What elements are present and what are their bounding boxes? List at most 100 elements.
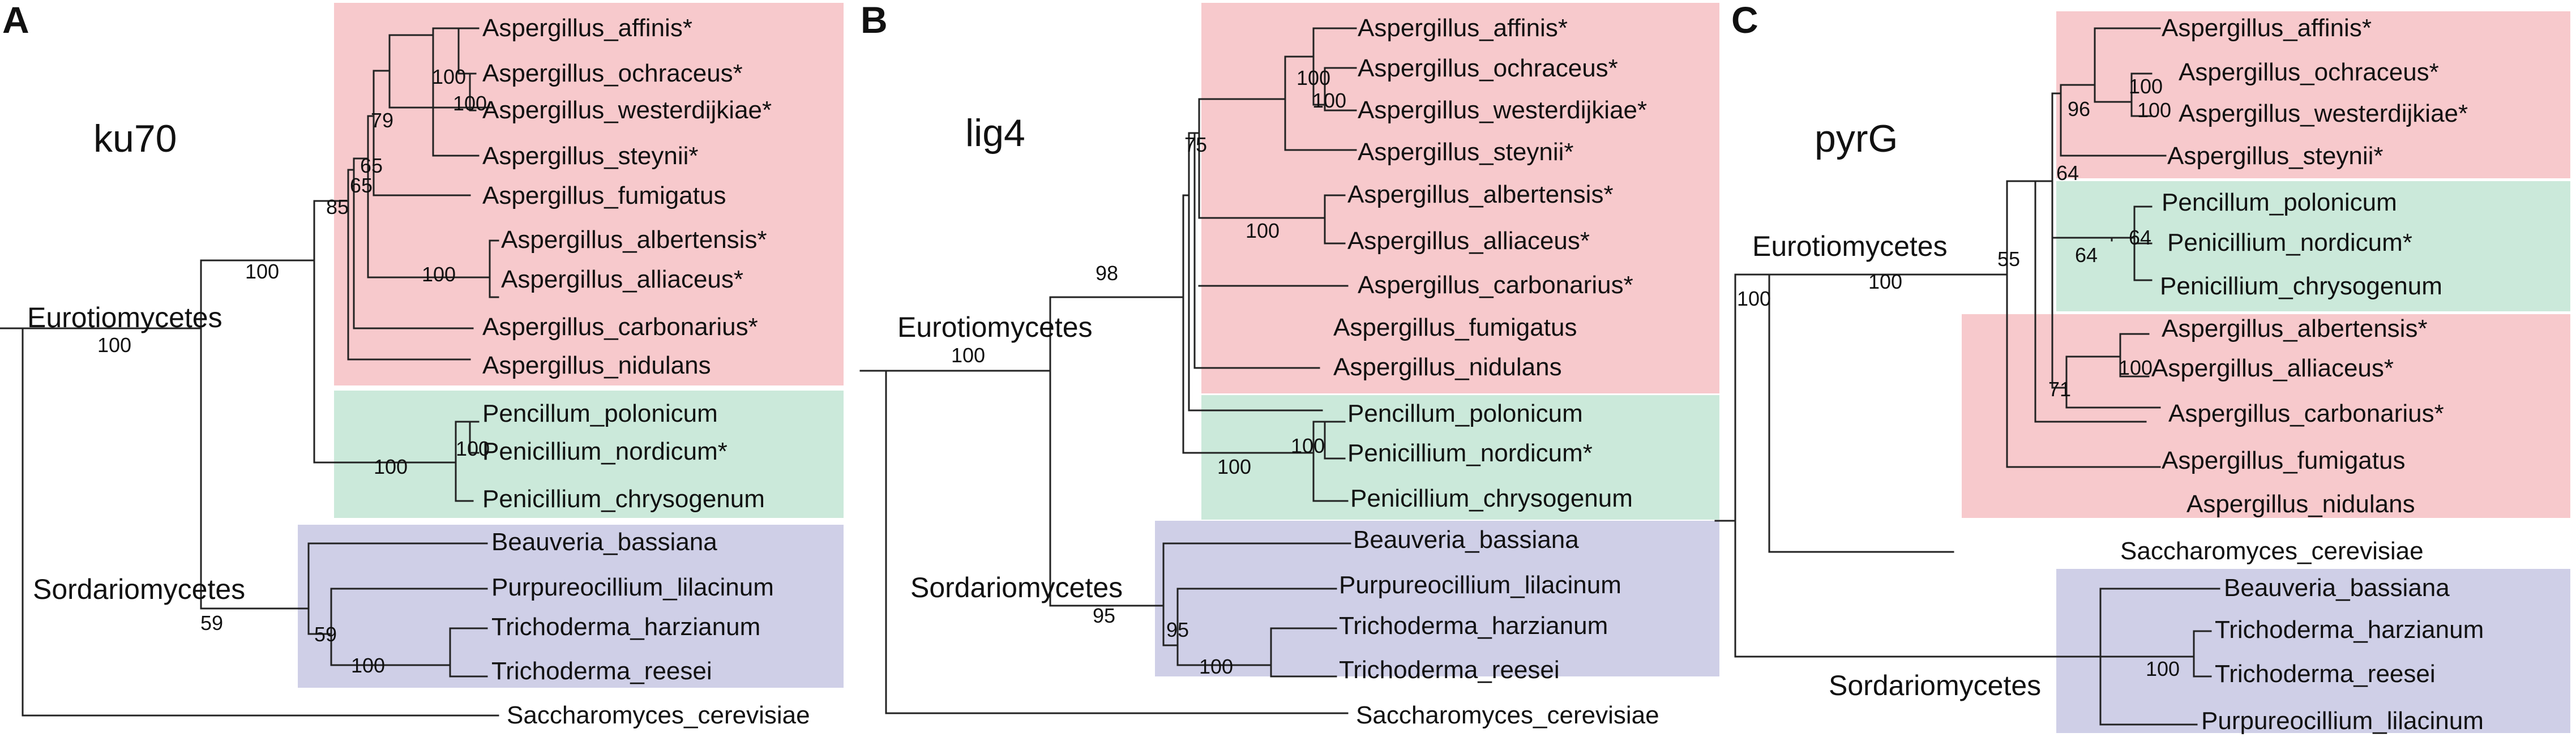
taxon-label: Trichoderma_reesei <box>2215 660 2436 688</box>
panel-label: B <box>861 0 888 41</box>
taxon-label: Trichoderma_reesei <box>1339 656 1560 684</box>
panel-b: Aspergillus_affinis* Aspergillus_ochrace… <box>859 0 1719 729</box>
bootstrap-values: 100 100 75 100 98 100 100 95 100 <box>1096 66 1346 678</box>
taxon-label: Aspergillus_fumigatus <box>2162 447 2405 474</box>
sordariomycetes-highlight-box <box>2056 569 2570 733</box>
clade-bootstrap: 100 <box>1737 287 1771 310</box>
bootstrap-value: 98 <box>1096 262 1118 285</box>
bootstrap-value: 100 <box>1217 455 1251 478</box>
penicillium-highlight-box <box>2056 181 2570 311</box>
bootstrap-value: 100 <box>374 455 408 478</box>
penicillium-highlight-box <box>1201 395 1719 520</box>
bootstrap-value: 79 <box>371 109 393 132</box>
taxon-labels: Aspergillus_affinis* Aspergillus_ochrace… <box>2120 14 2484 735</box>
taxon-labels: Aspergillus_affinis* Aspergillus_ochrace… <box>1333 14 1659 729</box>
bootstrap-value: 65 <box>350 174 373 197</box>
bootstrap-value: 59 <box>314 623 337 646</box>
taxon-label: Aspergillus_westerdijkiae* <box>1358 96 1647 124</box>
bootstrap-value: 64 <box>2075 243 2098 267</box>
bootstrap-value: 64 <box>2056 161 2079 185</box>
bootstrap-value: 100 <box>2119 356 2153 379</box>
taxon-label: Penicillium_chrysogenum <box>482 485 765 513</box>
taxon-label: Trichoderma_harzianum <box>1339 612 1608 640</box>
taxon-label: Trichoderma_harzianum <box>2215 616 2484 644</box>
taxon-label: Aspergillus_westerdijkiae* <box>2179 100 2468 127</box>
panel-label: A <box>2 0 29 41</box>
tree-branches <box>0 27 499 717</box>
taxon-label: Aspergillus_nidulans <box>482 352 711 379</box>
clade-bootstrap: 100 <box>97 333 131 357</box>
clade-bootstrap: 59 <box>200 611 223 635</box>
clade-label-sordariomycetes: Sordariomycetes <box>910 572 1123 603</box>
bootstrap-value: 100 <box>2129 75 2163 98</box>
taxon-label: Pencillum_polonicum <box>482 400 718 427</box>
gene-label: pyrG <box>1815 117 1898 160</box>
taxon-label: Aspergillus_affinis* <box>482 14 692 42</box>
taxon-label: Aspergillus_fumigatus <box>1333 314 1577 341</box>
panel-a: Aspergillus_affinis* Aspergillus_ochrace… <box>0 0 844 729</box>
taxon-labels: Aspergillus_affinis* Aspergillus_ochrace… <box>482 14 810 729</box>
taxon-label: Saccharomyces_cerevisiae <box>1356 701 1659 729</box>
taxon-label: Penicillium_chrysogenum <box>1350 485 1633 512</box>
bootstrap-value: 100 <box>422 263 456 286</box>
taxon-label: Saccharomyces_cerevisiae <box>507 701 810 729</box>
tree-branches <box>1714 27 2220 726</box>
taxon-label: Aspergillus_carbonarius* <box>1358 271 1633 299</box>
taxon-label: Aspergillus_affinis* <box>1358 14 1568 42</box>
bootstrap-value: 100 <box>1291 434 1325 457</box>
bootstrap-value: 100 <box>2137 98 2171 122</box>
taxon-label: Aspergillus_albertensis* <box>1347 181 1614 208</box>
bootstrap-value: 95 <box>1166 618 1189 641</box>
taxon-label: Aspergillus_carbonarius* <box>2168 400 2444 427</box>
gene-label: ku70 <box>93 117 177 160</box>
bootstrap-value: 85 <box>326 195 349 218</box>
bootstrap-value: 100 <box>1296 66 1330 89</box>
taxon-label: Aspergillus_alliaceus* <box>1347 227 1590 255</box>
taxon-label: Penicillium_chrysogenum <box>2160 272 2442 300</box>
bootstrap-values: 100 100 79 65 65 100 85 100 100 100 59 1… <box>245 65 490 677</box>
taxon-label: Purpureocillium_lilacinum <box>491 573 774 601</box>
clade-label-sordariomycetes: Sordariomycetes <box>1829 670 2041 701</box>
aspergillus-highlight-box-2 <box>1962 314 2570 518</box>
bootstrap-value: 75 <box>1184 133 1207 156</box>
taxon-label: Purpureocillium_lilacinum <box>1339 571 1621 599</box>
taxon-label: Pencillum_polonicum <box>1347 400 1583 427</box>
bootstrap-value: 100 <box>1312 89 1346 112</box>
bootstrap-value: 55 <box>1997 247 2020 271</box>
clade-label-eurotiomycetes: Eurotiomycetes <box>1752 230 1948 262</box>
panel-label: C <box>1731 0 1758 41</box>
taxon-label: Penicillium_nordicum* <box>1347 439 1593 467</box>
bootstrap-value: 96 <box>2068 97 2090 121</box>
taxon-label: Penicillium_nordicum* <box>482 438 728 465</box>
taxon-label: Aspergillus_steynii* <box>1358 138 1574 166</box>
taxon-label: Aspergillus_fumigatus <box>482 182 726 209</box>
bootstrap-value: 100 <box>245 260 279 283</box>
taxon-label: Aspergillus_albertensis* <box>2162 315 2428 342</box>
taxon-label: Aspergillus_alliaceus* <box>501 265 743 293</box>
bootstrap-value: 100 <box>351 654 385 677</box>
bootstrap-value: 71 <box>2048 378 2071 401</box>
clade-label-eurotiomycetes: Eurotiomycetes <box>897 311 1093 343</box>
taxon-label: Aspergillus_ochraceus* <box>2179 58 2439 86</box>
aspergillus-highlight-box <box>2056 11 2570 178</box>
bootstrap-value: 100 <box>2146 657 2180 680</box>
bootstrap-values: 100 100 96 64 64 64 100 71 55 100 100 <box>1868 75 2180 680</box>
taxon-label: Aspergillus_ochraceus* <box>482 59 743 87</box>
tree-branches <box>859 27 1357 714</box>
bootstrap-value: 100 <box>1246 219 1280 242</box>
bootstrap-value: 100 <box>1868 270 1902 293</box>
taxon-label: Aspergillus_carbonarius* <box>482 313 758 341</box>
taxon-label: Beauveria_bassiana <box>491 528 717 556</box>
sordariomycetes-highlight-box <box>1155 521 1719 676</box>
taxon-label: Aspergillus_nidulans <box>2186 490 2415 518</box>
taxon-label: Trichoderma_harzianum <box>491 613 760 641</box>
gene-label: lig4 <box>965 112 1025 155</box>
bootstrap-value: 100 <box>456 437 490 460</box>
clade-label-eurotiomycetes: Eurotiomycetes <box>27 302 222 333</box>
taxon-label: Beauveria_bassiana <box>2224 574 2450 602</box>
taxon-label: Aspergillus_steynii* <box>2167 142 2384 170</box>
bootstrap-value: 100 <box>453 92 487 115</box>
taxon-label: Purpureocillium_lilacinum <box>2201 707 2484 735</box>
aspergillus-highlight-box <box>334 3 844 385</box>
bootstrap-value: 100 <box>432 65 466 88</box>
